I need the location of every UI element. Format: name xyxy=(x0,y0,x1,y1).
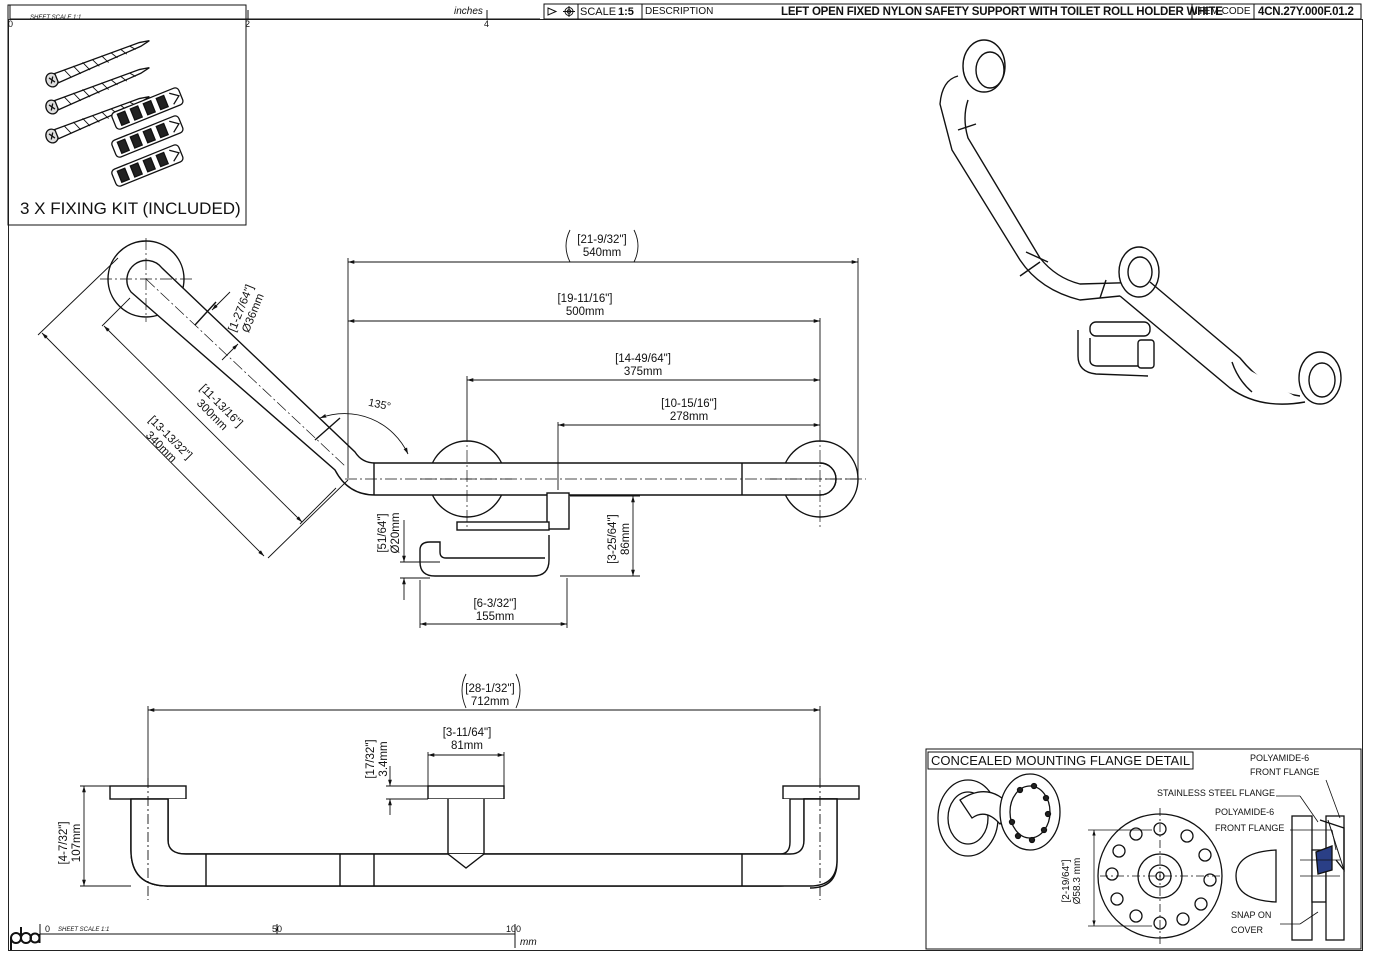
flange-isometric xyxy=(937,773,1061,857)
callout-snap-a: SNAP ON xyxy=(1231,910,1272,920)
top-ruler-unit: inches xyxy=(454,6,483,17)
flange-leaders xyxy=(1276,779,1341,925)
dim-107: [4-7/32"]107mm xyxy=(58,821,83,865)
top-dimensions xyxy=(80,706,821,900)
flange-detail-title: CONCEALED MOUNTING FLANGE DETAIL xyxy=(931,753,1191,768)
description-value: LEFT OPEN FIXED NYLON SAFETY SUPPORT WIT… xyxy=(781,6,1223,18)
top-ruler-tick-0: 0 xyxy=(8,19,14,29)
bottom-ruler-tick-0: 0 xyxy=(45,924,51,934)
bottom-ruler xyxy=(39,924,516,948)
fixing-kit-frame xyxy=(7,4,247,226)
flange-front-dims xyxy=(1088,808,1222,944)
dim-375: [14-49/64"]375mm xyxy=(615,353,671,378)
dim-540: [21-9/32"]540mm xyxy=(577,234,627,259)
flange-detail xyxy=(925,748,1362,950)
dim-500: [19-11/16"]500mm xyxy=(557,293,613,318)
pba-logo xyxy=(10,927,41,950)
bottom-ruler-tick-50: 50 xyxy=(272,924,283,934)
top-ruler-sheet-scale: SHEET SCALE 1:1 xyxy=(30,15,82,21)
bottom-ruler-tick-100: 100 xyxy=(506,924,522,934)
dim-712: [28-1/32"]712mm xyxy=(465,683,515,708)
callout-polyamide-2a: POLYAMIDE-6 xyxy=(1215,807,1275,817)
top-ruler-tick-2: 2 xyxy=(245,19,251,29)
front-dimensions xyxy=(37,257,859,628)
bottom-ruler-unit: mm xyxy=(520,937,537,948)
dim-81: [3-11/64"]81mm xyxy=(442,727,492,752)
dim-3-4: [17/32"]3.4mm xyxy=(365,739,390,779)
callout-snap-b: COVER xyxy=(1231,925,1264,935)
item-code-label: ITEM CODE xyxy=(1195,6,1251,17)
item-code-value: 4CN.27Y.000F.01.2 xyxy=(1258,6,1354,18)
flange-dim-58: [2-19/64"]Ø58.3 mm xyxy=(1061,857,1083,905)
dim-86: [3-25/64"]86mm xyxy=(607,514,632,564)
wall-plug-illustration xyxy=(111,87,184,187)
dim-278: [10-15/16"]278mm xyxy=(661,398,717,423)
flange-section xyxy=(1235,815,1345,941)
dim-20: [51/64"]Ø20mm xyxy=(377,512,402,554)
bottom-ruler-sheet-scale: SHEET SCALE 1:1 xyxy=(58,927,110,933)
callout-polyamide-1a: POLYAMIDE-6 xyxy=(1250,753,1310,763)
top-ruler-tick-4: 4 xyxy=(484,19,490,29)
top-ruler xyxy=(9,5,540,20)
dim-155: [6-3/32"]155mm xyxy=(473,598,517,623)
callout-stainless: STAINLESS STEEL FLANGE xyxy=(1157,788,1276,798)
scale-label: SCALE xyxy=(580,6,617,18)
description-label: DESCRIPTION xyxy=(645,6,714,17)
screw-illustration xyxy=(45,40,150,144)
front-dim-brackets xyxy=(461,229,639,709)
title-block xyxy=(543,3,1362,20)
scale-value: 1:5 xyxy=(618,6,634,18)
isometric-view xyxy=(939,39,1342,405)
fixing-kit-caption: 3 X FIXING KIT (INCLUDED) xyxy=(20,199,241,218)
callout-polyamide-2b: FRONT FLANGE xyxy=(1215,823,1285,833)
callout-polyamide-1b: FRONT FLANGE xyxy=(1250,767,1320,777)
